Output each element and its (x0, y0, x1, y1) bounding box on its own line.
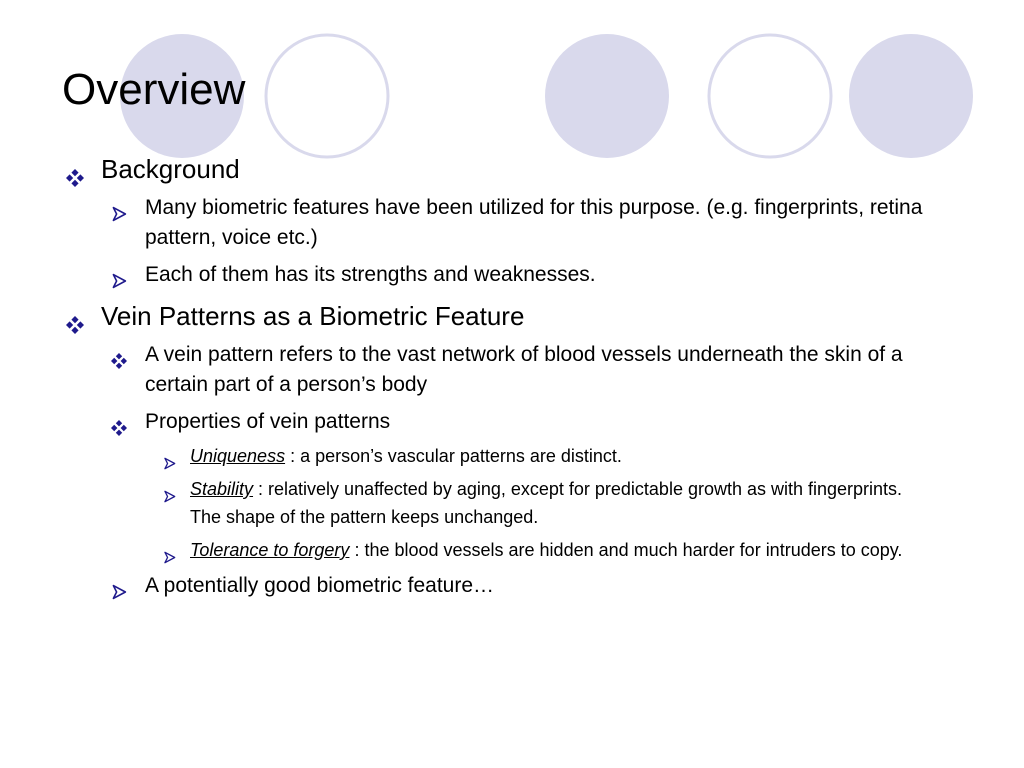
filled-circle-2 (545, 34, 669, 158)
bullet-strengths-weaknesses: Each of them has its strengths and weakn… (111, 260, 946, 290)
bullet-properties: Properties of vein patterns (111, 407, 946, 437)
bullet-text: : a person’s vascular patterns are disti… (285, 446, 622, 466)
diamond-bullet-icon (111, 415, 127, 445)
slide-title: Overview (62, 65, 246, 114)
bullet-uniqueness: Uniqueness : a person’s vascular pattern… (163, 442, 925, 470)
filled-circle-1 (120, 34, 244, 158)
bullet-text: Each of them has its strengths and weakn… (145, 263, 596, 286)
bullet-vein-definition: A vein pattern refers to the vast networ… (111, 340, 946, 400)
bullet-good-feature: A potentially good biometric feature… (111, 571, 946, 601)
outline-circle-2 (707, 33, 833, 159)
bullet-text: A vein pattern refers to the vast networ… (145, 343, 903, 396)
bullet-text: : relatively unaffected by aging, except… (190, 479, 903, 527)
bullet-text: Properties of vein patterns (145, 410, 391, 433)
slide-body: Background Many biometric features have … (66, 152, 946, 601)
bullet-vein-patterns: Vein Patterns as a Biometric Feature (66, 299, 946, 334)
bullet-text: Background (101, 154, 240, 184)
bullet-text: : the blood vessels are hidden and much … (349, 540, 903, 560)
arrow-bullet-icon (163, 450, 176, 478)
arrow-bullet-icon (111, 201, 127, 231)
bullet-text: Many biometric features have been utiliz… (145, 196, 923, 249)
outline-circle-1 (264, 33, 390, 159)
diamond-bullet-icon (111, 348, 127, 378)
bullet-tolerance-to-forgery: Tolerance to forgery : the blood vessels… (163, 536, 925, 564)
arrow-bullet-icon (111, 579, 127, 609)
term-uniqueness: Uniqueness (190, 446, 286, 466)
bullet-stability: Stability : relatively unaffected by agi… (163, 475, 925, 531)
term-stability: Stability (190, 479, 254, 499)
bullet-text: Vein Patterns as a Biometric Feature (101, 301, 525, 331)
diamond-bullet-icon (66, 161, 84, 195)
diamond-bullet-icon (66, 308, 84, 342)
arrow-bullet-icon (163, 544, 176, 572)
arrow-bullet-icon (111, 268, 127, 298)
filled-circle-3 (849, 34, 973, 158)
arrow-bullet-icon (163, 483, 176, 511)
term-tolerance-to-forgery: Tolerance to forgery (190, 540, 350, 560)
bullet-biometric-features: Many biometric features have been utiliz… (111, 193, 946, 253)
bullet-text: A potentially good biometric feature… (145, 574, 495, 597)
bullet-background: Background (66, 152, 946, 187)
